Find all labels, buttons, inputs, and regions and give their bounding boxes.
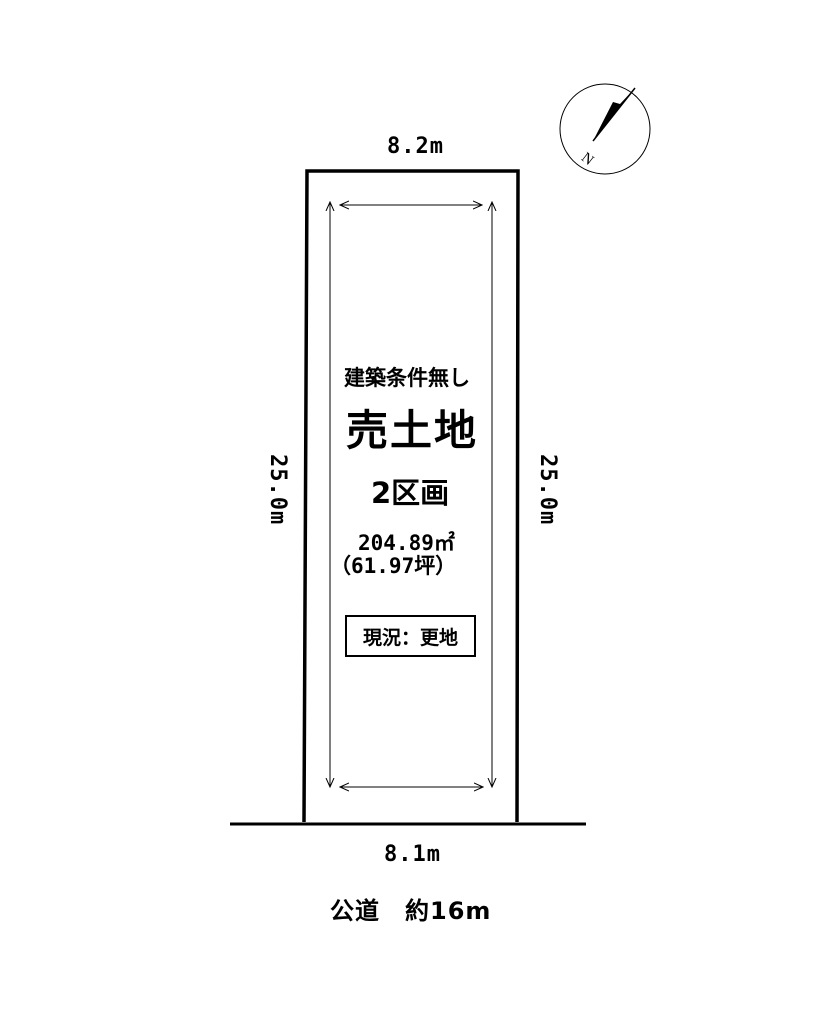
right-depth-label: 25.0m <box>535 454 560 526</box>
current-status-badge: 現況：更地 <box>345 615 476 657</box>
compass-north-label: N <box>578 150 597 169</box>
left-depth-label: 25.0m <box>265 454 290 526</box>
lot-count: 2区画 <box>371 476 450 510</box>
current-status-text: 現況：更地 <box>362 626 458 649</box>
listing-title: 売土地 <box>346 406 479 455</box>
building-condition-note: 建築条件無し <box>344 366 470 390</box>
road-label: 公道 約16m <box>330 897 492 925</box>
north-arrow-icon: N <box>559 83 651 175</box>
bottom-width-label: 8.1m <box>384 842 441 867</box>
area-square-meters: 204.89㎡ <box>358 531 455 555</box>
top-width-label: 8.2m <box>387 134 444 159</box>
lot-boundary <box>302 169 520 823</box>
area-tsubo: （61.97坪） <box>330 554 457 578</box>
